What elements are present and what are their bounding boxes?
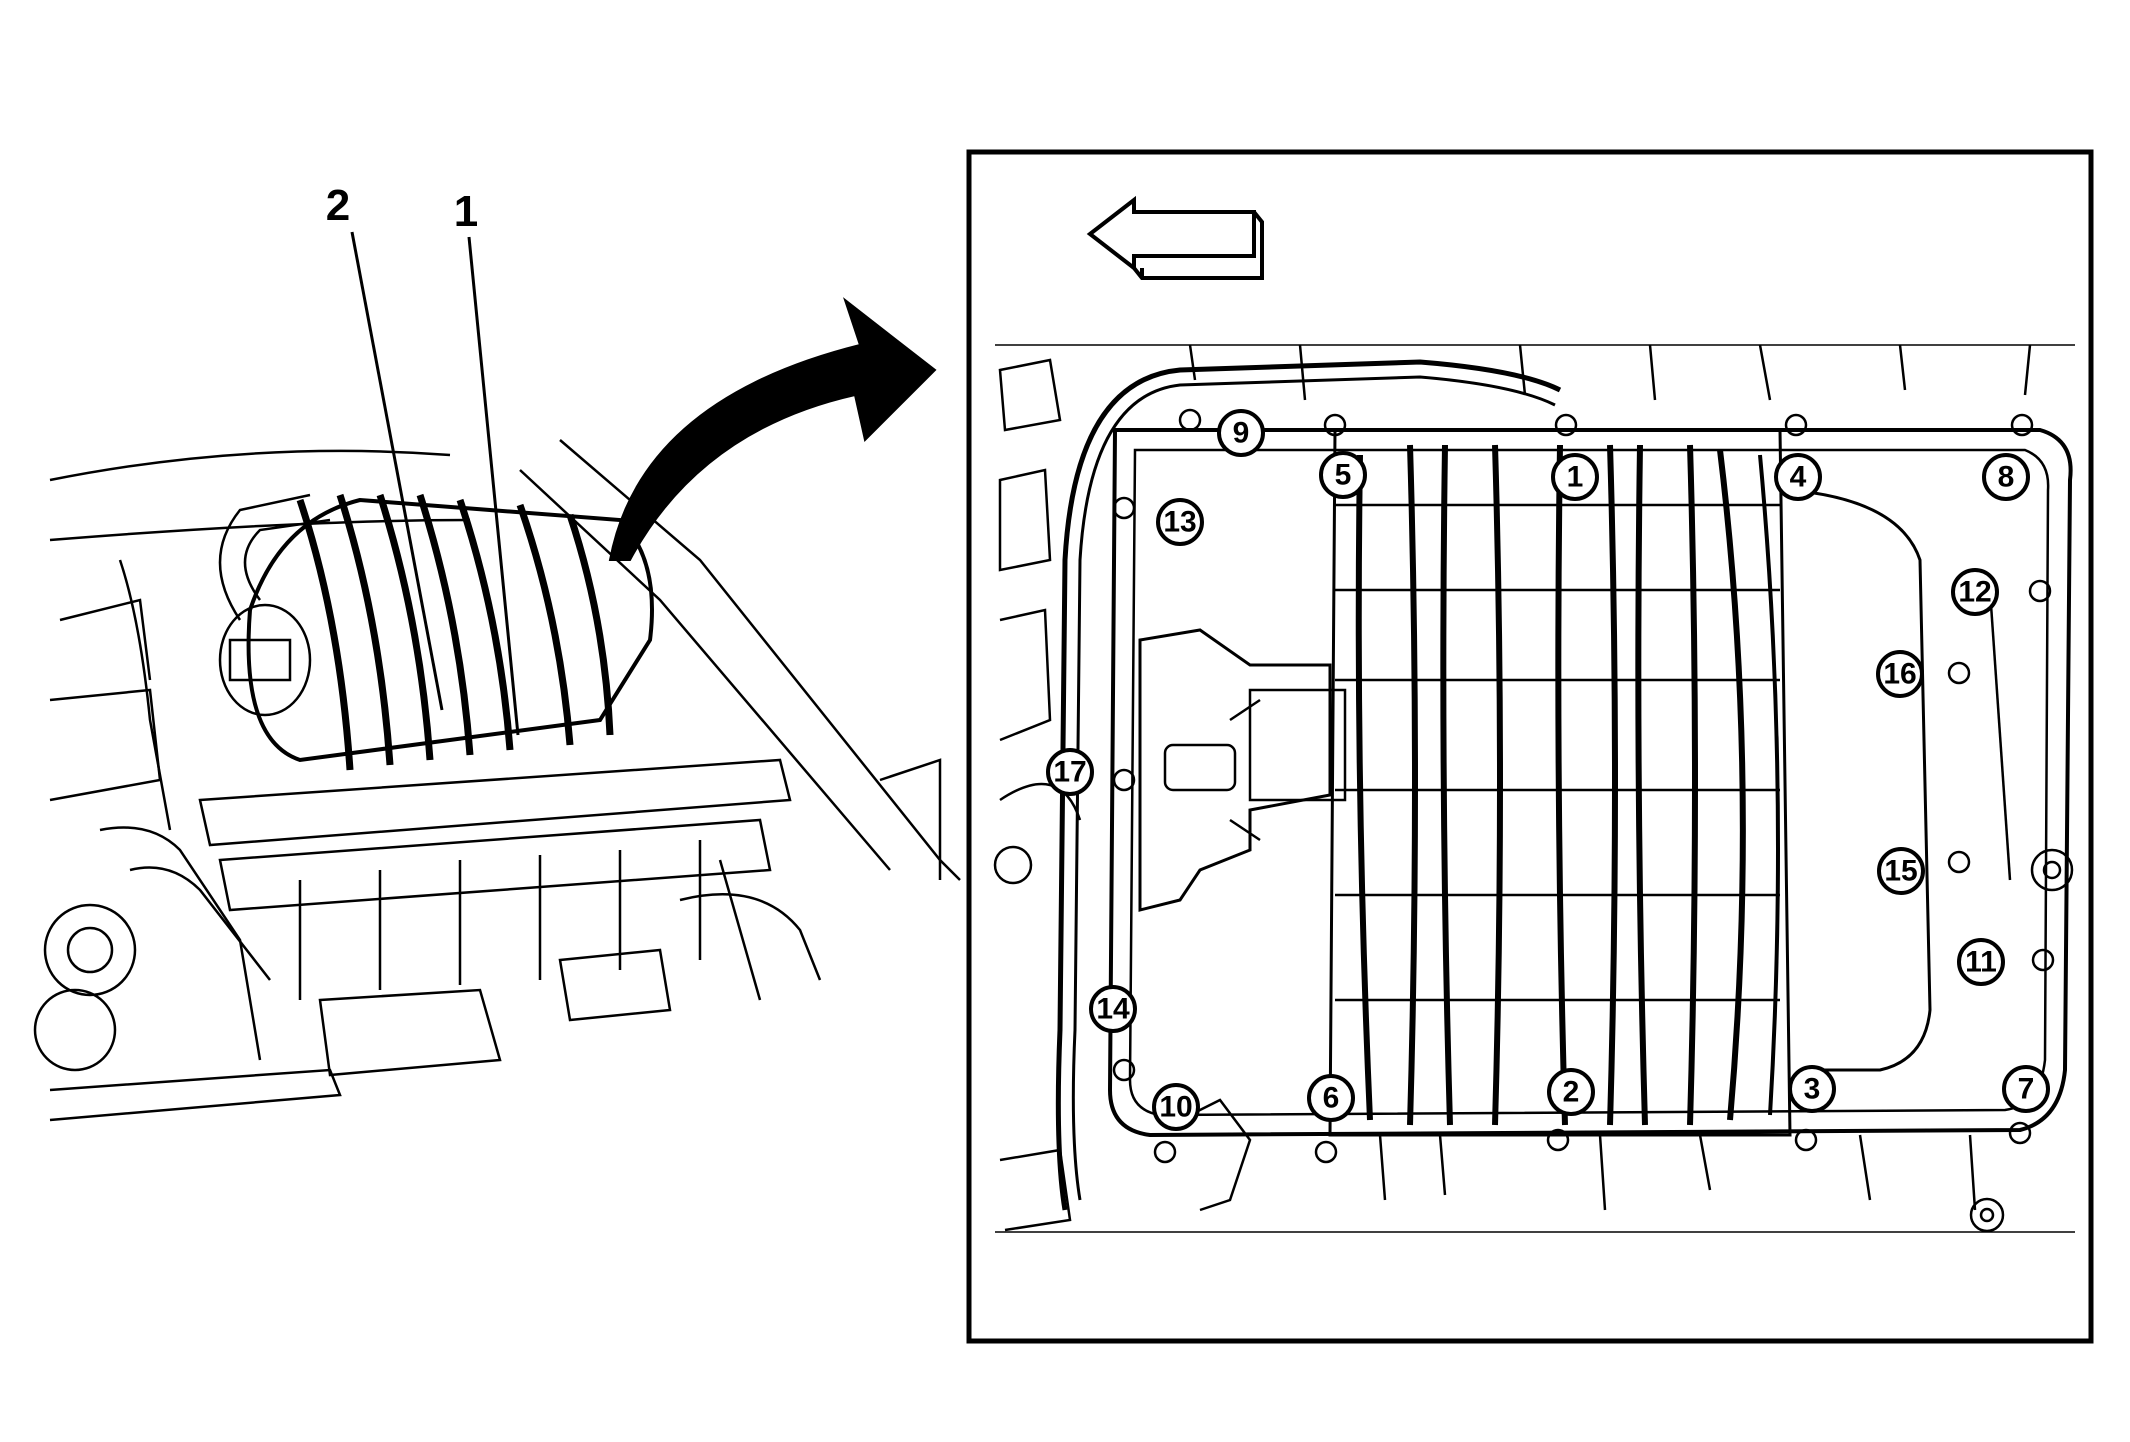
svg-text:7: 7 xyxy=(2018,1073,2035,1106)
manifold-top-view xyxy=(993,344,2075,1233)
callout-6: 6 xyxy=(1307,1074,1355,1122)
bolt-callouts: 9 5 1 4 8 13 12 16 xyxy=(1046,409,2050,1131)
left-arrow-icon xyxy=(1086,195,1264,280)
engine-overview xyxy=(33,231,961,1122)
callout-3: 3 xyxy=(1788,1065,1836,1113)
svg-text:8: 8 xyxy=(1998,461,2015,494)
callout-13: 13 xyxy=(1156,498,1204,546)
detail-frame xyxy=(966,149,2094,1344)
svg-text:4: 4 xyxy=(1790,461,1807,494)
callout-9: 9 xyxy=(1217,409,1265,457)
label-2: 2 xyxy=(326,181,350,230)
svg-text:17: 17 xyxy=(1053,756,1086,789)
callout-11: 11 xyxy=(1957,938,2005,986)
callout-2: 2 xyxy=(1547,1068,1595,1116)
callout-1: 1 xyxy=(1551,453,1599,501)
callout-4: 4 xyxy=(1774,453,1822,501)
callout-7: 7 xyxy=(2002,1065,2050,1113)
svg-text:2: 2 xyxy=(1563,1076,1580,1109)
svg-text:1: 1 xyxy=(1567,461,1584,494)
svg-text:11: 11 xyxy=(1965,946,1997,979)
svg-text:10: 10 xyxy=(1159,1091,1192,1124)
svg-text:3: 3 xyxy=(1804,1073,1821,1106)
callout-8: 8 xyxy=(1982,453,2030,501)
callout-14: 14 xyxy=(1089,985,1137,1033)
label-1: 1 xyxy=(454,187,478,236)
svg-text:6: 6 xyxy=(1323,1082,1340,1115)
callout-10: 10 xyxy=(1152,1083,1200,1131)
svg-text:5: 5 xyxy=(1335,459,1352,492)
svg-text:12: 12 xyxy=(1958,576,1991,609)
callout-12: 12 xyxy=(1951,568,1999,616)
callout-17: 17 xyxy=(1046,748,1094,796)
callout-16: 16 xyxy=(1876,650,1924,698)
curved-transition-arrow xyxy=(608,297,937,561)
svg-text:14: 14 xyxy=(1096,993,1130,1026)
callout-15: 15 xyxy=(1877,847,1925,895)
svg-text:16: 16 xyxy=(1883,658,1916,691)
svg-text:9: 9 xyxy=(1233,417,1250,450)
svg-text:15: 15 xyxy=(1884,855,1917,888)
svg-text:13: 13 xyxy=(1163,506,1196,539)
callout-5: 5 xyxy=(1319,451,1367,499)
